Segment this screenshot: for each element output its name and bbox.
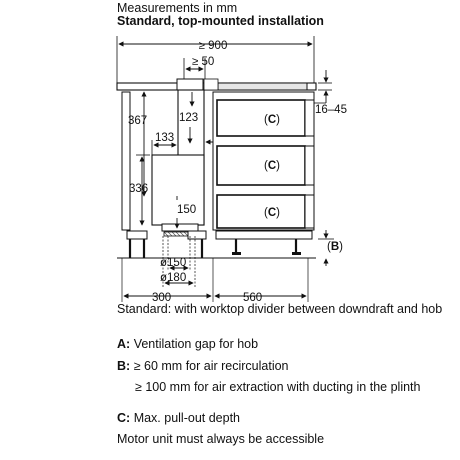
note-b-key: B:	[117, 359, 131, 373]
note-b-text-2: ≥ 100 mm for air extraction with ducting…	[135, 380, 421, 394]
standard-note: Standard: with worktop divider between d…	[117, 302, 443, 316]
height-336-dimension: 336	[129, 154, 150, 226]
note-a-text: Ventilation gap for hob	[133, 337, 259, 351]
motor-connector	[161, 223, 199, 232]
measurement-unit-note: Measurements in mm	[117, 1, 238, 15]
drawer-unit: (C) (C) (C)	[212, 91, 315, 231]
note-c: C: Max. pull-out depth	[117, 411, 240, 426]
plinth-gap-indicator: (B)	[318, 230, 343, 266]
total-width-dimension: ≥ 900	[116, 36, 315, 90]
width-133-dimension: 133	[151, 132, 177, 158]
drawer-1-front	[304, 99, 315, 137]
motor-access-note: Motor unit must always be accessible	[117, 432, 325, 446]
plinth	[117, 230, 316, 259]
label-c-3: (C)	[264, 207, 280, 219]
worktop-thickness-dimension: 16–45	[311, 70, 347, 116]
duct-offset-dimension: 123	[179, 92, 198, 144]
hob-edge	[203, 78, 219, 91]
diameter-150-label: ø150	[160, 257, 186, 269]
note-b: B: ≥ 60 mm for air recirculation	[117, 359, 289, 374]
worktop-divider	[176, 78, 204, 91]
width-133-label: 133	[155, 132, 174, 144]
installation-title: Standard, top-mounted installation	[117, 14, 324, 28]
depth-300-label: 300	[152, 292, 171, 304]
height-367-dimension: 367	[128, 91, 147, 197]
height-367-label: 367	[128, 115, 147, 127]
motor-150-label: 150	[177, 204, 196, 216]
total-width-label: ≥ 900	[199, 40, 228, 52]
note-a-key: A:	[117, 337, 131, 351]
drawer-2	[216, 145, 306, 186]
duct-offset-label: 123	[179, 112, 198, 124]
hob	[217, 82, 308, 91]
diameter-dimensions: ø150 ø180	[160, 236, 196, 287]
drawer-3	[216, 194, 306, 229]
worktop-thickness-label: 16–45	[315, 104, 347, 116]
drawer-1	[216, 99, 306, 137]
drawer-2-front	[304, 145, 315, 186]
label-c-1: (C)	[264, 114, 280, 126]
drawer-3-front	[304, 194, 315, 229]
height-336-label: 336	[129, 183, 148, 195]
note-c-text: Max. pull-out depth	[133, 411, 240, 425]
label-b: (B)	[327, 241, 343, 253]
motor-150-dimension: 150	[174, 196, 196, 229]
top-gap-dimension: ≥ 50	[183, 56, 214, 80]
depth-560-label: 560	[243, 292, 262, 304]
label-c-2: (C)	[264, 160, 280, 172]
top-gap-label: ≥ 50	[192, 56, 214, 68]
cabinet-side-wall	[121, 91, 131, 231]
note-b-text-1: ≥ 60 mm for air recirculation	[133, 359, 289, 373]
diameter-180-label: ø180	[160, 272, 186, 284]
note-c-key: C:	[117, 411, 131, 425]
note-a: A: Ventilation gap for hob	[117, 337, 259, 352]
depth-dimensions: 300 560	[121, 258, 309, 304]
